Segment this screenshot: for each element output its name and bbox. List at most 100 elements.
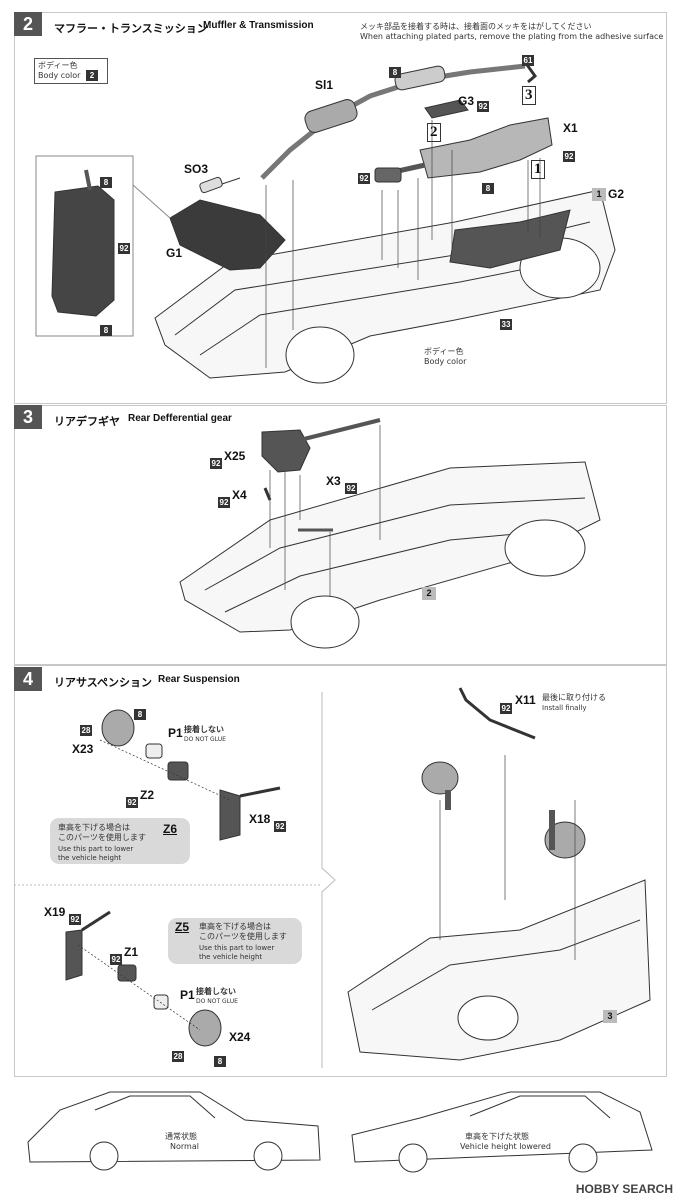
lower-jp1-bottom: 車高を下げる場合は <box>199 922 271 931</box>
step2-note-jp: メッキ部品を接着する時は、接着面のメッキをはがしてください <box>360 22 592 31</box>
lowered-jp: 車高を下げた状態 <box>465 1132 529 1141</box>
muffler-sl1 <box>304 99 358 133</box>
body-color-box <box>34 58 108 84</box>
label-g1: G1 <box>166 246 183 260</box>
lower-jp1-top: 車高を下げる場合は <box>58 823 130 832</box>
label-g3: G3 <box>458 94 475 108</box>
lower-en2-top: the vehicle height <box>58 854 122 862</box>
muffler-chrome <box>394 65 446 91</box>
install-en: Install finally <box>542 704 587 712</box>
lower-en1-top: Use this part to lower <box>58 845 134 853</box>
inset-tank <box>51 185 115 317</box>
code-8-bottom: 8 <box>214 1049 226 1068</box>
label-so3: SO3 <box>184 162 209 176</box>
code-92-x19: 92 <box>69 914 81 925</box>
normal-en: Normal <box>170 1142 199 1151</box>
lower-note-bottom <box>168 918 302 964</box>
no-glue-jp-bottom: 接着しない <box>196 987 236 996</box>
step2-number: 2 <box>14 12 42 36</box>
label-x19: X19 <box>44 905 66 919</box>
body-color-jp: ボディー色 <box>38 61 78 70</box>
code-8-inset-top: 8 <box>100 170 112 189</box>
step-ref-1: 1 <box>592 188 606 201</box>
step2-title-en: Muffler & Transmission <box>203 20 314 31</box>
label-z2: Z2 <box>140 788 155 802</box>
code-92-z1: 92 <box>110 954 122 965</box>
code-28-bottom: 28 <box>172 1051 184 1062</box>
car-lowered <box>351 1091 653 1173</box>
lower-jp2-top: このパーツを使用します <box>58 833 146 842</box>
code-28-top: 28 <box>80 725 92 736</box>
lower-en1-bottom: Use this part to lower <box>199 944 275 952</box>
step-ref-2: 2 <box>422 587 436 600</box>
label-x24: X24 <box>229 1030 251 1044</box>
part-num-2: 2 <box>427 123 441 142</box>
label-g2: G2 <box>608 187 625 201</box>
label-sl1: Sl1 <box>315 78 334 92</box>
step4-title-en: Rear Suspension <box>158 674 240 685</box>
car-normal <box>27 1091 321 1171</box>
code-92-x11: 92 <box>500 703 512 714</box>
part-num-1: 1 <box>531 160 545 179</box>
diff-x25 <box>261 429 311 473</box>
code-8-top: 8 <box>134 702 146 721</box>
label-x1: X1 <box>563 121 578 135</box>
step2-panel <box>14 12 667 404</box>
step4-chassis <box>347 879 651 1061</box>
step4-number: 4 <box>14 667 42 691</box>
code-8-trans: 8 <box>482 176 494 195</box>
code-92-g3: 92 <box>477 101 489 112</box>
step2-title-jp: マフラー・トランスミッション <box>54 22 208 35</box>
code-61: 61 <box>522 55 534 66</box>
body-note-jp: ボディー色 <box>424 347 464 356</box>
no-glue-jp-top: 接着しない <box>184 725 224 734</box>
no-glue-en-top: DO NOT GLUE <box>184 736 226 743</box>
code-92-x25: 92 <box>210 458 222 469</box>
code-92-mount: 92 <box>358 173 370 184</box>
part-num-3: 3 <box>522 86 536 105</box>
code-92-z2: 92 <box>126 797 138 808</box>
body-color-en: Body color <box>38 71 81 80</box>
code-92-inset: 92 <box>118 243 130 254</box>
label-z5: Z5 <box>175 920 190 934</box>
code-8-muffler: 8 <box>389 60 401 79</box>
lower-jp2-bottom: このパーツを使用します <box>199 932 287 941</box>
step-ref-3: 3 <box>603 1010 617 1023</box>
label-p1-bottom: P1 <box>180 988 195 1002</box>
step4-panel <box>14 665 667 1077</box>
step3-title-en: Rear Defferential gear <box>128 413 232 424</box>
label-x4: X4 <box>232 488 247 502</box>
code-8-inset-bottom: 8 <box>100 318 112 337</box>
label-x3: X3 <box>326 474 341 488</box>
body-note-en: Body color <box>424 357 467 366</box>
step3-title-jp: リアデフギヤ <box>54 415 120 428</box>
label-z6: Z6 <box>163 822 178 836</box>
step4-title-jp: リアサスペンション <box>54 676 153 689</box>
code-92-x18: 92 <box>274 821 286 832</box>
code-92-x4: 92 <box>218 497 230 508</box>
label-p1-top: P1 <box>168 726 183 740</box>
lower-en2-bottom: the vehicle height <box>199 953 263 961</box>
no-glue-en-bottom: DO NOT GLUE <box>196 998 238 1005</box>
lower-note-top <box>50 818 190 864</box>
code-33: 33 <box>500 319 512 330</box>
step3-number: 3 <box>14 405 42 429</box>
label-z1: Z1 <box>124 945 139 959</box>
fuel-tank-g1 <box>169 199 286 271</box>
lowered-en: Vehicle height lowered <box>460 1142 551 1151</box>
code-92-x3: 92 <box>345 483 357 494</box>
install-jp: 最後に取り付ける <box>542 693 606 702</box>
step3-panel <box>14 405 667 665</box>
label-x23: X23 <box>72 742 94 756</box>
normal-jp: 通常状態 <box>165 1132 197 1141</box>
label-x25: X25 <box>224 449 246 463</box>
exhaust-pipe <box>260 63 526 180</box>
label-x18: X18 <box>249 812 271 826</box>
body-color-code: 2 <box>86 63 98 82</box>
step2-note-en: When attaching plated parts, remove the … <box>360 32 664 41</box>
watermark-hobby-search: HOBBY SEARCH <box>575 1182 673 1196</box>
transmission-x1 <box>419 117 553 179</box>
label-x11: X11 <box>515 693 536 707</box>
code-92-x1: 92 <box>563 151 575 162</box>
